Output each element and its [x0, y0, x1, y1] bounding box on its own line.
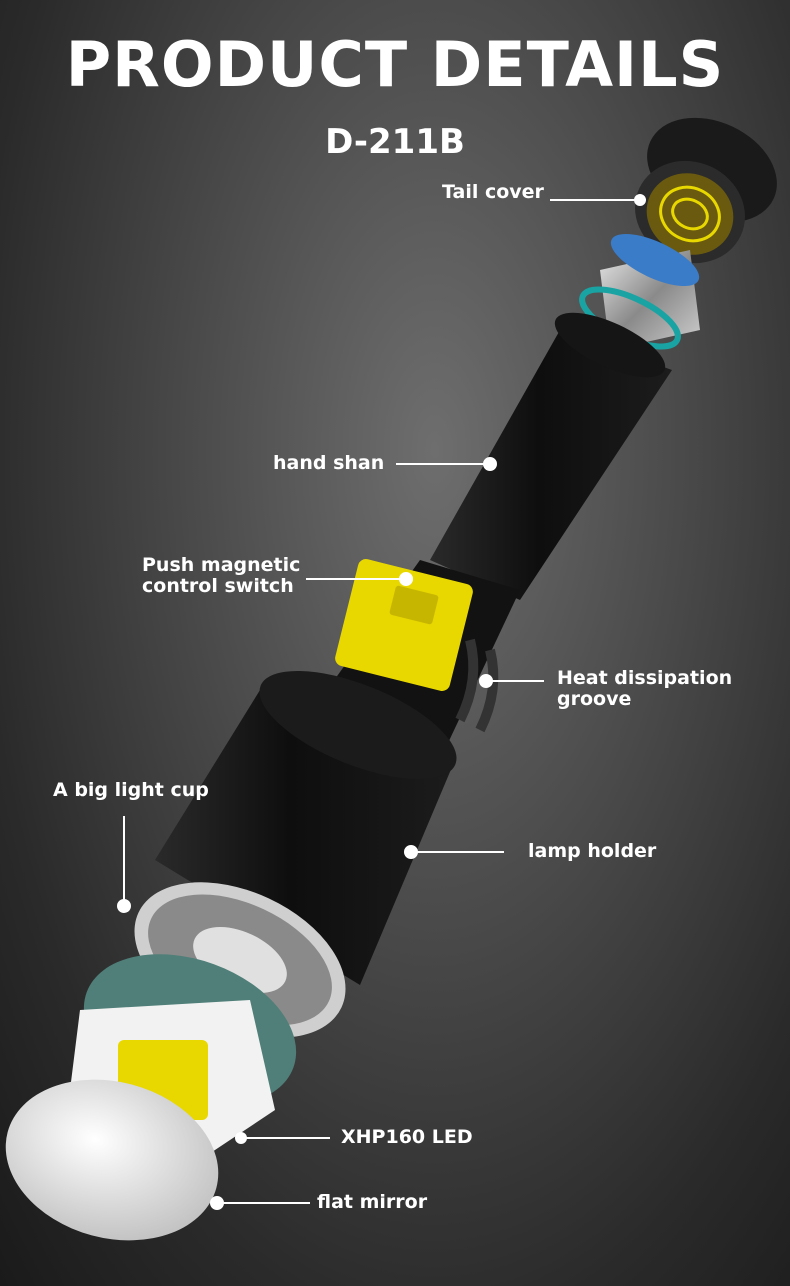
page-title: PRODUCT DETAILS [65, 28, 725, 101]
label-tail-cover: Tail cover [442, 181, 544, 203]
flat-mirror [5, 1079, 219, 1241]
hand-shank-body [430, 312, 672, 600]
label-heat-line2: groove [557, 688, 632, 710]
label-heat-line1: Heat dissipation [557, 667, 733, 689]
label-switch-line2: control switch [142, 575, 294, 597]
label-flat-mirror: flat mirror [317, 1191, 428, 1213]
label-led: XHP160 LED [341, 1126, 473, 1148]
callout-lines [117, 194, 646, 1210]
tail-cover [635, 117, 777, 264]
label-switch-line1: Push magnetic [142, 554, 301, 576]
label-hand-shank: hand shan [273, 452, 385, 474]
lamp-holder [155, 670, 457, 985]
model-name: D-211B [325, 122, 465, 162]
label-lamp-holder: lamp holder [528, 840, 657, 862]
label-light-cup: A big light cup [53, 779, 209, 801]
led-board [70, 954, 297, 1160]
